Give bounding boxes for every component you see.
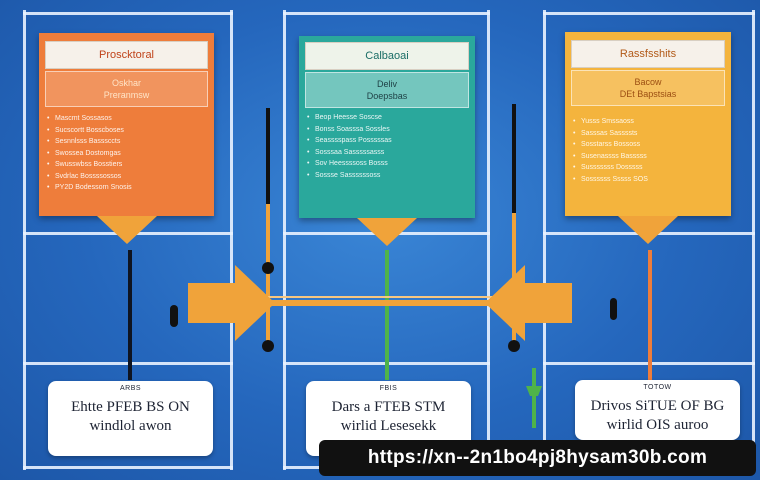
label-tag: TOTOW: [643, 384, 672, 391]
grid-line: [283, 12, 490, 15]
grid-line: [543, 12, 755, 15]
timeline-dot: [262, 340, 274, 352]
list-item: •Sasssas Sassssts: [573, 129, 638, 137]
timeline-dot: [262, 262, 274, 274]
timeline-bar-right: [512, 104, 516, 346]
list-item: •PY2D Bodessorn Snosis: [47, 184, 132, 191]
grid-line: [752, 10, 755, 470]
card-subtitle-line: Preranmsw: [103, 90, 150, 100]
grid-line: [283, 10, 286, 470]
label-box-1: ARBS Ehtte PFEB BS ON windlol awon: [48, 381, 213, 456]
arrow-left-icon: [485, 265, 572, 341]
list-item: •Sossse Sassssssoss: [307, 171, 381, 179]
list-item: •Beop Heesse Soscse: [307, 114, 382, 121]
card-list: •Beop Heesse Soscse •Bonss Soasssa Sossl…: [307, 112, 467, 181]
grid-line: [23, 466, 233, 469]
card-subtitle-line: Oskhar: [111, 78, 141, 88]
grid-line: [23, 12, 233, 15]
process-card-2: Calbaoai Deliv Doepsbas •Beop Heesse Sos…: [299, 36, 475, 218]
label-line: wirlid Lesesekk: [340, 418, 437, 434]
label-line: windlol awon: [89, 418, 172, 434]
marker-pill: [610, 298, 617, 320]
grid-line: [23, 10, 26, 470]
label-tag: FBIS: [379, 385, 398, 392]
card-pointer: [618, 216, 678, 244]
card-subtitle-line: Deliv: [376, 79, 397, 89]
card-subtitle: Oskhar Preranmsw: [45, 71, 208, 107]
list-item: •Sucscortt Bosscboses: [47, 126, 124, 134]
card-subtitle-line: Doepsbas: [366, 91, 408, 101]
list-item: •Sov Heessssoss Bosss: [307, 160, 388, 167]
label-line: wirlid OIS auroo: [606, 417, 709, 433]
list-item: •Yusss Smssaoss: [573, 118, 634, 125]
grid-line: [487, 10, 490, 470]
card-list: •Yusss Smssaoss •Sasssas Sassssts •Sosst…: [573, 116, 723, 185]
list-item: •Sosssaa Sasssssasss: [307, 148, 385, 156]
timeline-dot: [508, 340, 520, 352]
list-item: •Mascmt Sossasos: [47, 115, 112, 122]
list-item: •Susssssss Dosssss: [573, 164, 643, 171]
card-pointer: [97, 216, 157, 244]
label-line: Drivos SiTUE OF BG: [590, 398, 725, 414]
list-item: •Bonss Soasssa Sossles: [307, 125, 390, 133]
connector-line-left: [128, 250, 132, 380]
timeline-bar-left: [266, 108, 270, 348]
card-title: Calbaoai: [305, 42, 469, 70]
list-item: •Swossea Dostomgas: [47, 149, 121, 157]
card-subtitle: Bacow DEt Bapstsias: [571, 70, 725, 106]
process-card-3: Rassfsshits Bacow DEt Bapstsias •Yusss S…: [565, 32, 731, 216]
label-tag: ARBS: [119, 385, 142, 392]
card-title: Proscktoral: [45, 41, 208, 69]
grid-line: [230, 10, 233, 470]
connector-line-middle: [385, 250, 389, 380]
url-banner[interactable]: https://xn--2n1bo4pj8hysam30b.com: [319, 440, 756, 476]
process-card-1: Proscktoral Oskhar Preranmsw •Mascmt Sos…: [39, 33, 214, 216]
list-item: •Seasssspass Posssssas: [307, 137, 392, 144]
marker-pill: [170, 305, 178, 327]
card-title: Rassfsshits: [571, 40, 725, 68]
label-box-3: TOTOW Drivos SiTUE OF BG wirlid OIS auro…: [575, 380, 740, 440]
card-subtitle-line: DEt Bapstsias: [619, 89, 677, 99]
card-subtitle: Deliv Doepsbas: [305, 72, 469, 108]
card-pointer: [357, 218, 417, 246]
list-item: •Swusswbss Bosstiers: [47, 161, 123, 168]
card-subtitle-line: Bacow: [634, 77, 662, 87]
grid-line: [543, 10, 546, 470]
label-line: Ehtte PFEB BS ON: [71, 399, 190, 415]
card-list: •Mascmt Sossasos •Sucscortt Bosscboses •…: [47, 113, 206, 194]
list-item: •Susenassss Basssss: [573, 152, 647, 160]
list-item: •Svdrlac Bossssossos: [47, 172, 122, 180]
list-item: •Sosstarss Bossoss: [573, 141, 641, 148]
label-line: Dars a FTEB STM: [331, 399, 446, 415]
connector-line-right: [648, 250, 652, 380]
list-item: •Sossssss Sssss SOS: [573, 175, 648, 183]
list-item: •Sesnnlsss Basssccts: [47, 138, 121, 145]
arrow-right-icon: [188, 265, 275, 341]
